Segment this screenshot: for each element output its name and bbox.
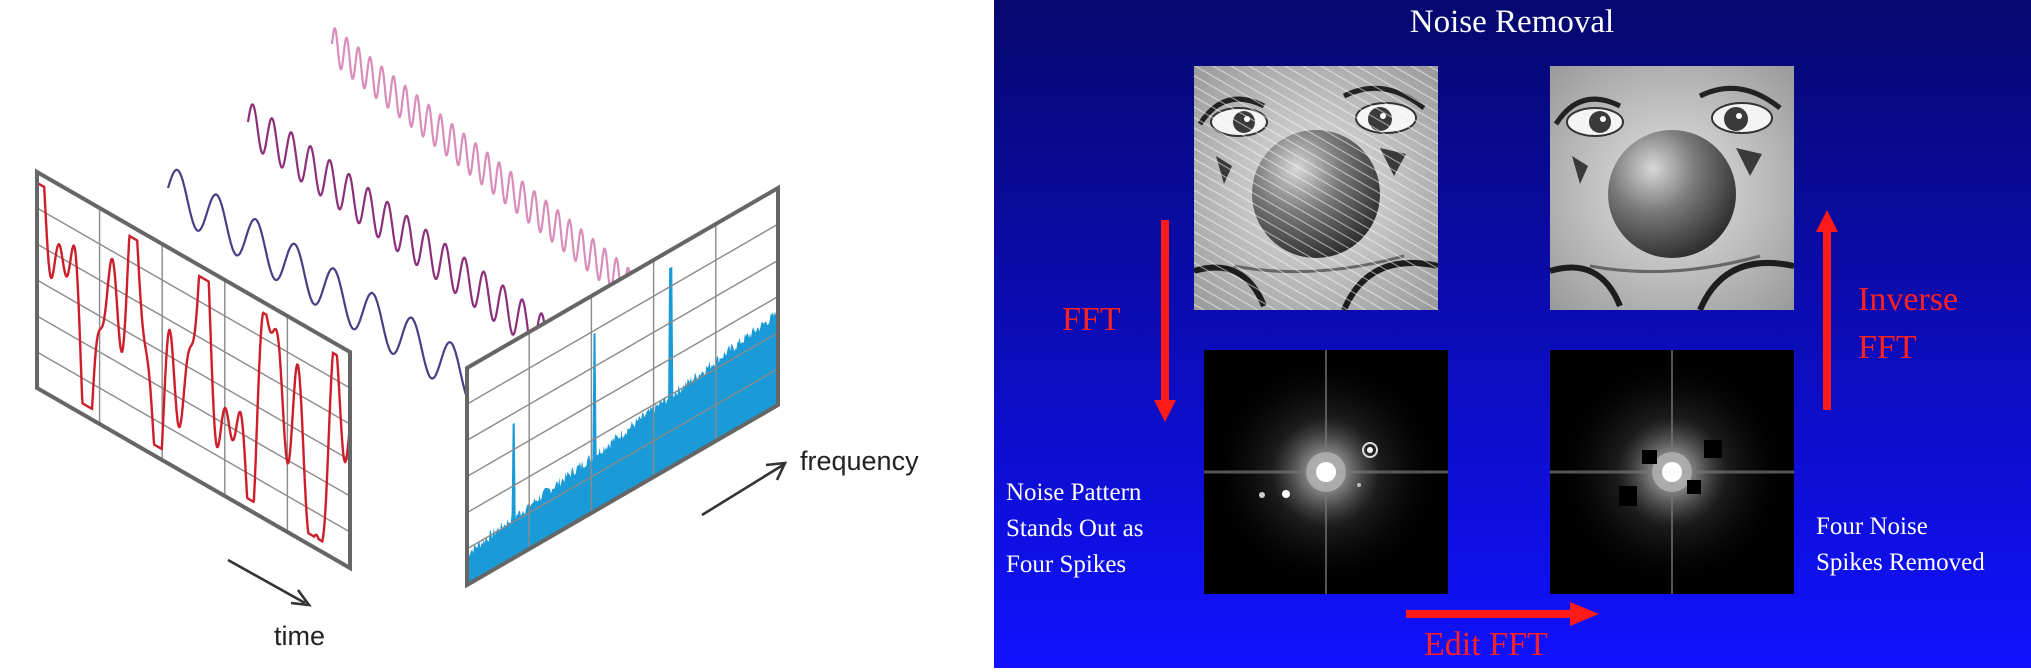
cleaned-image xyxy=(1550,66,1794,310)
frequency-grid-hline xyxy=(467,368,778,550)
time-label: time xyxy=(274,621,325,651)
fft-down-arrow xyxy=(1154,220,1176,422)
inverse-fft-label-line1: Inverse xyxy=(1858,281,1958,318)
time-grid-hline xyxy=(37,315,350,497)
frequency-grid-hline xyxy=(467,332,778,514)
time-frequency-svg: time frequency xyxy=(35,26,919,651)
noise-caption-line1: Noise Pattern xyxy=(1006,479,1142,506)
frequency-domain-panel xyxy=(465,184,780,589)
frequency-grid-hline xyxy=(467,259,778,441)
noise-caption-line3: Four Spikes xyxy=(1006,551,1126,578)
time-panel-frame xyxy=(35,168,352,572)
noise-caption-line2: Stands Out as xyxy=(1006,515,1144,542)
time-frequency-diagram: time frequency xyxy=(0,0,990,668)
frequency-label: frequency xyxy=(800,446,919,476)
sine-wave-mid xyxy=(246,103,558,364)
edit-fft-label: Edit FFT xyxy=(1424,626,1548,663)
frequency-grid-hline xyxy=(467,295,778,478)
time-grid xyxy=(37,207,350,533)
frequency-arrow xyxy=(701,461,788,517)
time-arrow xyxy=(227,558,312,607)
sine-wave-high xyxy=(330,26,639,311)
frequency-grid xyxy=(467,223,778,550)
spectrum-fill xyxy=(467,266,778,585)
time-grid-hline xyxy=(37,279,350,461)
edit-fft-right-arrow xyxy=(1406,602,1599,626)
cleaned-spectrum-image xyxy=(1548,348,1796,596)
noise-removal-svg: Noise Removal xyxy=(994,0,2031,668)
sine-wave-low xyxy=(166,168,482,405)
time-grid-hline xyxy=(37,351,350,533)
noisy-spectrum-image xyxy=(1202,348,1450,596)
time-signal xyxy=(37,181,350,544)
time-grid-hline xyxy=(37,207,350,389)
inverse-fft-up-arrow xyxy=(1816,210,1838,410)
removed-caption-line2: Spikes Removed xyxy=(1816,549,1985,576)
fft-label: FFT xyxy=(1062,301,1121,338)
frequency-grid-hline xyxy=(467,223,778,405)
inverse-fft-label-line2: FFT xyxy=(1858,329,1917,366)
noisy-image xyxy=(1194,66,1438,310)
removed-caption-line1: Four Noise xyxy=(1816,513,1928,540)
sine-components xyxy=(166,26,639,405)
frequency-panel-frame xyxy=(465,184,780,589)
noise-removal-slide: Noise Removal xyxy=(994,0,2031,668)
slide-title: Noise Removal xyxy=(1410,4,1614,40)
time-domain-panel xyxy=(35,168,352,572)
